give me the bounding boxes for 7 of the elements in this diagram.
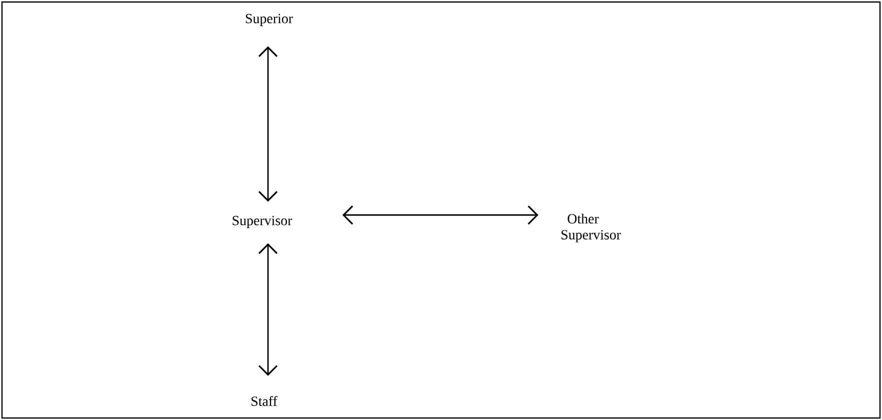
node-label: Supervisor	[232, 216, 292, 228]
arrow	[258, 46, 278, 202]
node-label: Staff	[252, 396, 278, 406]
arrow	[342, 205, 538, 225]
node-label: Other Supervisor	[562, 214, 621, 242]
arrow	[258, 243, 278, 376]
node-label: Superior	[246, 14, 293, 26]
